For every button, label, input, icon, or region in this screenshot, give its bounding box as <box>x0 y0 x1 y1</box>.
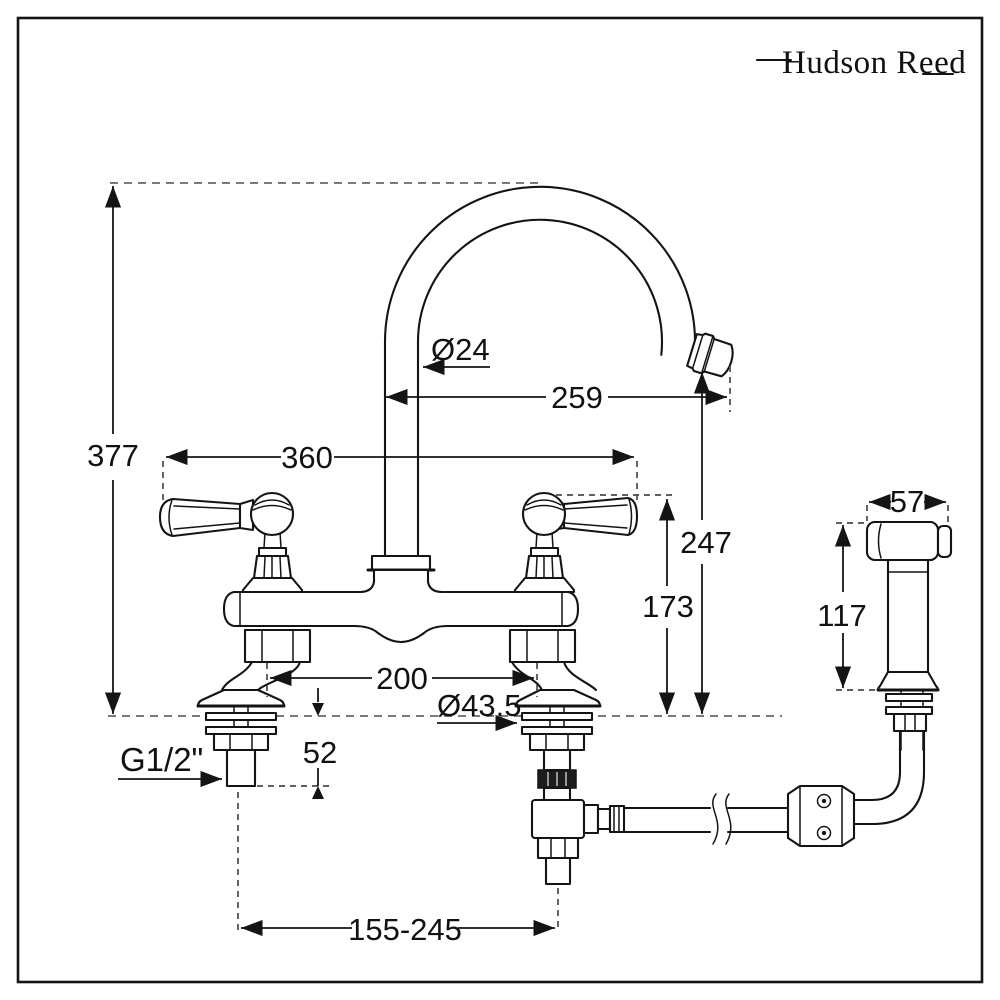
right-valve-and-handle <box>513 491 639 594</box>
right-leg-flange <box>514 688 602 708</box>
spout-aerator-nozzle <box>686 332 734 378</box>
hose-connector-block <box>786 784 856 848</box>
dimension-inlet-thread: G1/2" <box>118 741 222 788</box>
diverter-tail <box>544 856 572 886</box>
page-border <box>16 16 984 984</box>
left-valve-ball <box>249 491 295 537</box>
dim-handle-top-height: 173 <box>642 589 694 624</box>
block-screw-top <box>816 793 832 809</box>
left-body-union-nut <box>243 628 312 664</box>
dimension-155-245: 155-245 <box>241 912 555 947</box>
dimension-377: 377 <box>87 186 139 714</box>
dim-inlet-thread: G1/2" <box>120 741 203 778</box>
block-screw-bottom <box>816 825 832 841</box>
right-valve-ball <box>521 491 567 537</box>
left-leg-flange <box>196 688 286 708</box>
dimension-base-diameter: Ø43.5 <box>437 688 521 732</box>
dimension-360: 360 <box>166 440 634 475</box>
dim-max-deck-thickness: 52 <box>303 735 337 770</box>
dim-handle-width: 360 <box>281 440 333 475</box>
right-body-union-nut <box>508 628 577 664</box>
left-inlet-leg <box>196 660 302 788</box>
spray-hose <box>622 793 794 845</box>
brand-logo-text: Hudson Reed <box>782 45 966 81</box>
dimension-173: 173 <box>642 499 694 714</box>
left-leg-threaded-tail <box>225 748 257 788</box>
dimension-spout-diameter: Ø24 <box>423 332 490 376</box>
spray-elbow-pipe <box>850 746 926 826</box>
dim-overall-height: 377 <box>87 438 139 473</box>
dim-base-diameter: Ø43.5 <box>437 688 521 723</box>
dimension-57: 57 <box>869 484 946 519</box>
dim-spout-outlet-height: 247 <box>680 525 732 560</box>
dim-inlet-tail-adjustment: 155-245 <box>348 912 462 947</box>
dim-inlet-centres: 200 <box>376 661 428 696</box>
dim-spout-diameter: Ø24 <box>431 332 490 367</box>
right-inlet-leg <box>510 660 626 886</box>
dimension-200: 200 <box>270 661 534 696</box>
dimension-52: 52 <box>303 688 337 799</box>
brand-logo: Hudson Reed <box>755 45 966 81</box>
dim-spout-reach: 259 <box>551 380 603 415</box>
extension-lines <box>162 366 949 932</box>
left-valve-and-handle <box>158 491 304 594</box>
spray-escutcheon <box>876 670 940 692</box>
dimension-117: 117 <box>817 525 867 688</box>
side-spray <box>865 520 953 752</box>
right-lever-handle[interactable] <box>562 496 639 537</box>
dimension-247: 247 <box>680 372 732 714</box>
mixer-body <box>222 568 580 644</box>
diverter-tee-body <box>530 798 586 840</box>
dim-spray-head-width: 57 <box>890 484 924 519</box>
left-lever-handle[interactable] <box>158 497 242 538</box>
spout-collar <box>370 554 432 572</box>
spout-outer-arc <box>383 185 696 349</box>
spray-head[interactable] <box>865 520 940 562</box>
dimension-259: 259 <box>386 380 727 415</box>
dim-spray-height: 117 <box>817 598 866 633</box>
spout-inner-arc <box>416 218 663 356</box>
